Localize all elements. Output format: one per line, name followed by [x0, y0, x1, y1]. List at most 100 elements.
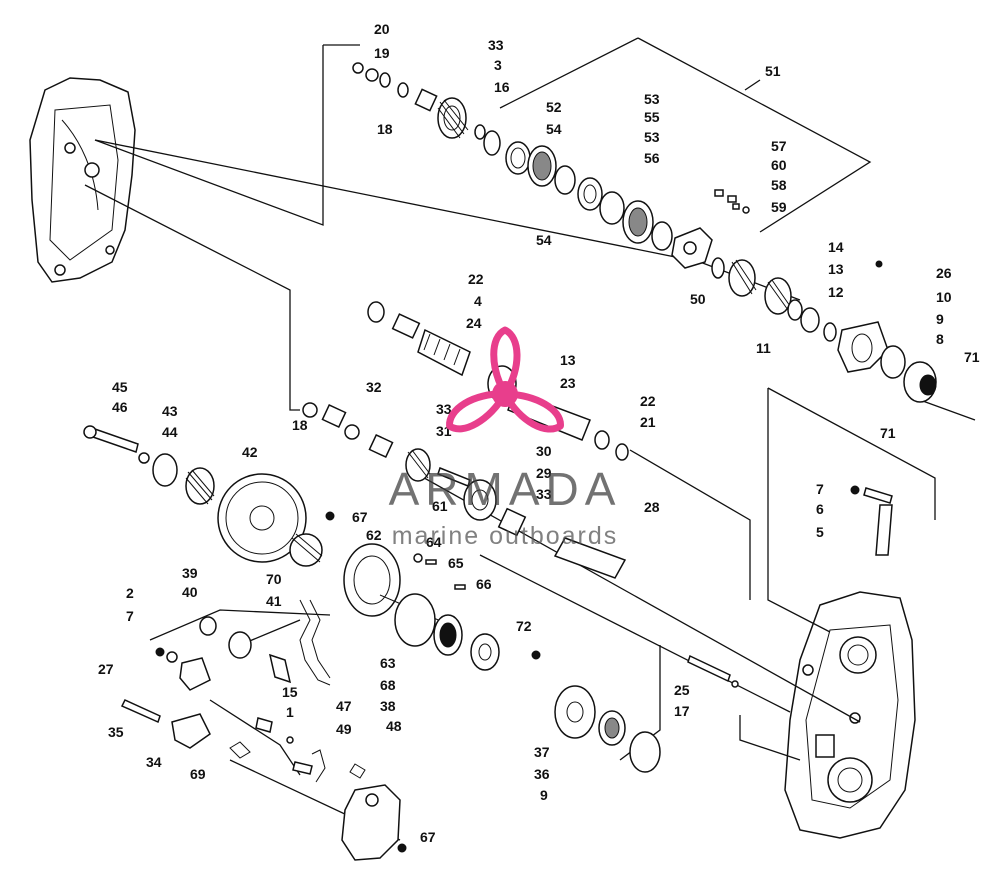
label-25: 25	[674, 682, 690, 698]
label-15: 15	[282, 684, 298, 700]
label-34: 34	[146, 754, 162, 770]
label-32: 32	[366, 379, 382, 395]
label-18-top: 18	[377, 121, 393, 137]
label-13-right: 13	[828, 261, 844, 277]
label-66: 66	[476, 576, 492, 592]
label-21: 21	[640, 414, 656, 430]
label-6: 6	[816, 501, 824, 517]
label-17: 17	[674, 703, 690, 719]
left-drive-parts	[83, 425, 500, 671]
label-48: 48	[386, 718, 402, 734]
label-7-left: 7	[126, 608, 134, 624]
propeller-blade	[490, 326, 521, 398]
label-44: 44	[162, 424, 178, 440]
propeller-hub	[492, 381, 518, 407]
label-33-top: 33	[488, 37, 504, 53]
propeller-logo-icon	[446, 326, 564, 433]
middle-parts	[302, 402, 627, 579]
label-56: 56	[644, 150, 660, 166]
label-55: 55	[644, 109, 660, 125]
label-43: 43	[162, 403, 178, 419]
label-49: 49	[336, 721, 352, 737]
label-61: 61	[432, 498, 448, 514]
label-22-right: 22	[640, 393, 656, 409]
label-8: 8	[936, 331, 944, 347]
label-70: 70	[266, 571, 282, 587]
label-64: 64	[426, 534, 442, 550]
label-35: 35	[108, 724, 124, 740]
label-47: 47	[336, 698, 352, 714]
label-68: 68	[380, 677, 396, 693]
label-29: 29	[536, 465, 552, 481]
label-53-a: 53	[644, 91, 660, 107]
label-5: 5	[816, 524, 824, 540]
label-45: 45	[112, 379, 128, 395]
label-1: 1	[286, 704, 294, 720]
label-7-right: 7	[816, 481, 824, 497]
lower-cover	[341, 784, 407, 861]
label-14: 14	[828, 239, 844, 255]
label-72: 72	[516, 618, 532, 634]
label-33-low: 33	[536, 486, 552, 502]
armada-watermark: ARMADA marine outboards	[340, 322, 670, 562]
label-36: 36	[534, 766, 550, 782]
label-23: 23	[560, 375, 576, 391]
right-bracket-parts	[850, 485, 893, 556]
callout-lines	[84, 37, 976, 841]
top-shaft-parts	[352, 62, 750, 269]
label-4: 4	[474, 293, 482, 309]
label-51: 51	[765, 63, 781, 79]
left-housing	[29, 77, 136, 283]
label-28: 28	[644, 499, 660, 515]
watermark-title: ARMADA	[388, 463, 622, 515]
label-37: 37	[534, 744, 550, 760]
label-67-mid: 67	[352, 509, 368, 525]
label-50: 50	[690, 291, 706, 307]
label-20: 20	[374, 21, 390, 37]
label-71-b: 71	[880, 425, 896, 441]
label-12: 12	[828, 284, 844, 300]
label-13-center: 13	[560, 352, 576, 368]
label-11: 11	[756, 340, 771, 356]
label-71-a: 71	[964, 349, 980, 365]
label-69: 69	[190, 766, 206, 782]
label-3: 3	[494, 57, 502, 73]
label-52: 52	[546, 99, 562, 115]
label-9-bottom: 9	[540, 787, 548, 803]
label-58: 58	[771, 177, 787, 193]
lower-left-parts	[120, 599, 366, 783]
label-53-b: 53	[644, 129, 660, 145]
right-housing	[784, 591, 916, 839]
label-59: 59	[771, 199, 787, 215]
label-19: 19	[374, 45, 390, 61]
label-63: 63	[380, 655, 396, 671]
label-2: 2	[126, 585, 134, 601]
label-40: 40	[182, 584, 198, 600]
label-10: 10	[936, 289, 952, 305]
label-16: 16	[494, 79, 510, 95]
label-9-right: 9	[936, 311, 944, 327]
right-upper-parts	[711, 257, 937, 403]
label-46: 46	[112, 399, 128, 415]
label-27: 27	[98, 661, 114, 677]
label-60: 60	[771, 157, 787, 173]
part-labels: 20 19 18 33 3 16 52 54 53 55 53 56 51 57…	[98, 21, 980, 845]
lower-right-parts	[531, 650, 739, 773]
propeller-blade	[501, 390, 564, 433]
label-67-bottom: 67	[420, 829, 436, 845]
label-65: 65	[448, 555, 464, 571]
label-22-top: 22	[468, 271, 484, 287]
label-54-bottom: 54	[536, 232, 552, 248]
label-24: 24	[466, 315, 482, 331]
label-18-mid: 18	[292, 417, 308, 433]
label-42: 42	[242, 444, 258, 460]
label-39: 39	[182, 565, 198, 581]
label-38: 38	[380, 698, 396, 714]
propeller-blade	[446, 390, 509, 433]
label-57: 57	[771, 138, 787, 154]
watermark-subtitle: marine outboards	[391, 522, 619, 550]
label-33-mid: 33	[436, 401, 452, 417]
label-26: 26	[936, 265, 952, 281]
label-30: 30	[536, 443, 552, 459]
label-41: 41	[266, 593, 282, 609]
